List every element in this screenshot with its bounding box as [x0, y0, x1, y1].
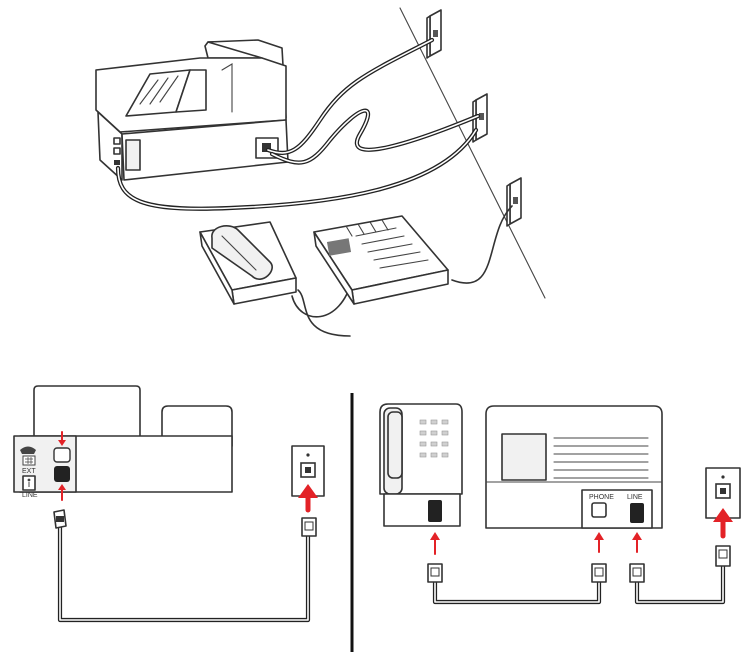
wall-line	[399, 7, 546, 299]
phone-port-label: PHONE	[589, 494, 614, 501]
top-cords	[115, 37, 513, 337]
bottom-right-cord-phone	[427, 563, 607, 605]
line-label: LINE	[22, 492, 38, 499]
bottom-right-panel: PHONE LINE	[379, 403, 741, 605]
answering-machine-top	[313, 215, 449, 305]
bottom-left-panel: EXT LINE	[13, 385, 325, 623]
ext-label: EXT	[22, 468, 36, 475]
bottom-right-cord-line	[629, 545, 731, 605]
telephone-port	[428, 500, 442, 522]
ext-port-arrow	[58, 431, 66, 446]
bottom-left-cord	[53, 509, 317, 623]
telephone-bottom	[379, 403, 463, 527]
top-illustration	[95, 7, 546, 337]
am-line-arrow	[632, 532, 642, 553]
wall-jack-top	[426, 9, 442, 59]
am-line-port	[630, 503, 644, 523]
line-port-label: LINE	[627, 494, 643, 501]
telephone-top	[199, 221, 297, 305]
am-phone-port	[591, 502, 607, 518]
ext-phone-icon	[20, 446, 36, 466]
ext-port	[53, 447, 71, 463]
printer-illustration	[95, 39, 289, 181]
telephone-arrow	[430, 532, 440, 555]
line-port	[54, 466, 70, 482]
answering-machine-bottom: PHONE LINE	[485, 405, 663, 529]
wall-jack-bottom	[506, 177, 522, 227]
wall-jack-arrow-left	[298, 484, 318, 513]
wall-jack-arrow-right	[713, 508, 733, 539]
am-phone-arrow	[594, 532, 604, 553]
line-port-arrow	[58, 484, 66, 501]
